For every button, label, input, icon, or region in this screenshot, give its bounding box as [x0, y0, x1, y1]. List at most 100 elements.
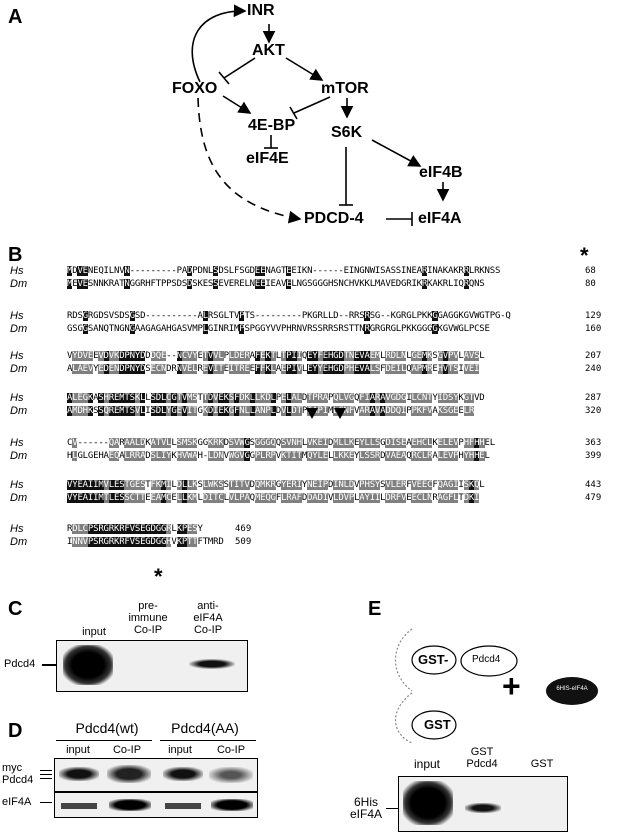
species-hs: Hs [10, 310, 24, 322]
arrowheads [306, 408, 346, 419]
panel-c-label: C [8, 598, 23, 620]
gst-label-2: GST [424, 717, 451, 732]
lane-wt-input: input [66, 744, 90, 756]
seq-hs: ALEGKASHREMTSKLLSDLCGTVMSTTDVEKSFDKLLKDL… [67, 393, 485, 403]
mtor-inhibits-4ebp [293, 96, 331, 114]
seq-dm: MEVESNNKRATNGGRHFTPPSDSDSKESSEVERELNEEIE… [67, 279, 485, 289]
group-wt: Pdcd4(wt) [75, 720, 139, 736]
seq-end-hs: 287 [585, 393, 602, 403]
his-eif4a-label: 6HIS-eIF4A [556, 686, 588, 692]
bead-2 [395, 692, 413, 744]
gst-ellipse-1 [411, 645, 457, 675]
panel-a-label: A [8, 6, 23, 28]
seq-dm: VYEAIIMTLESSCTTEEAMCELLKMLDITCLVLPAQMEQG… [67, 493, 480, 503]
gst-label-1: GST- [418, 652, 449, 667]
pdcd4-ellipse [460, 645, 518, 677]
seq-end-hs: 363 [585, 438, 602, 448]
seq-end-dm: 320 [585, 406, 602, 416]
species-dm: Dm [10, 450, 28, 462]
blot-c [56, 640, 248, 692]
panel-b-label: B [8, 244, 23, 266]
seq-end-hs: 207 [585, 351, 602, 361]
s6k-to-eif4b-arrow [371, 139, 422, 167]
species-hs: Hs [10, 479, 24, 491]
seq-end-dm: 160 [585, 324, 602, 334]
panel-d-label: D [8, 720, 23, 742]
species-hs: Hs [10, 523, 24, 535]
seq-hs: MDVENEQILNVN---------PADPDNLSDSLFSGDEENA… [67, 266, 501, 276]
arrowhead-2 [334, 408, 346, 419]
species-hs: Hs [10, 392, 24, 404]
node-inr: INR [247, 2, 275, 19]
seq-end-hs: 68 [585, 266, 596, 276]
foxo-to-pdcd4-dashed-arrow [197, 97, 302, 224]
species-dm: Dm [10, 492, 28, 504]
node-eif4b: eIF4B [419, 164, 463, 181]
node-eif4a: eIF4A [418, 210, 462, 227]
seq-dm: GSGGSANQTNGNGAAGAGAHGASVMPLGINRIMPSPGGYV… [67, 324, 490, 334]
blot-d-eif4a [54, 792, 258, 818]
node-foxo: FOXO [172, 80, 218, 97]
seq-dm: ALAEVYEDENDPNYDSECNDRNVELREVITEITREEFFKL… [67, 364, 480, 374]
species-dm: Dm [10, 536, 28, 548]
seq-end-dm: 479 [585, 493, 602, 503]
his-eif4a-ellipse [546, 677, 598, 705]
lane-e-input: input [413, 757, 441, 771]
foxo-to-4ebp-arrow [222, 95, 252, 114]
asterisk-bottom: * [154, 564, 163, 589]
lane-wt-coip: Co-IP [112, 744, 142, 756]
seq-end-hs: 469 [235, 524, 252, 534]
band-input [63, 645, 113, 685]
gst-pulldown-schematic [394, 628, 598, 744]
seq-hs: VYDVEEVDVKDPNYDDDQE--NCVYETVVLPLDERAFEKT… [67, 351, 485, 361]
panel-e-label: E [368, 598, 382, 620]
seq-dm: AMDHKSSQREMTSVLISDLYGEVITGKDIEKGFNLLANPL… [67, 406, 475, 416]
seq-end-hs: 129 [585, 311, 602, 321]
node-mtor: mTOR [321, 80, 369, 97]
species-hs: Hs [10, 265, 24, 277]
species-dm: Dm [10, 278, 28, 290]
seq-hs: VYEAIIMVLESTGESTFKMILDLLKSLWKSSTITVDQMKR… [67, 480, 485, 490]
seq-hs: RDSGRGDSVSDSGSD----------ALRSGLTVPTS----… [67, 311, 511, 321]
gst-ellipse-2 [411, 710, 457, 740]
asterisk-top: * [580, 243, 589, 268]
pdcd4-label: Pdcd4 [472, 654, 501, 665]
node-4ebp: 4E-BP [248, 117, 296, 134]
group-aa: Pdcd4(AA) [171, 720, 239, 736]
foxo-to-inr-arrow [191, 4, 247, 83]
node-akt: AKT [252, 42, 285, 59]
lane-input: input [82, 626, 106, 638]
blot-e [398, 776, 568, 832]
seq-dm: HLGLGEHAEQALRRADSLIYKHVWAH-LDNVWGVGGPLRP… [67, 451, 490, 461]
seq-end-hs: 443 [585, 480, 602, 490]
seq-dm: INNVPSRGRKRFVSEGDGGHVKPTTFTMRD [67, 537, 224, 547]
seq-end-dm: 80 [585, 279, 596, 289]
seq-hs: CV------QARAALDKATVLLSMSKGGKRKDSVWGSGGGQ… [67, 438, 495, 448]
pathway-diagram [191, 4, 450, 226]
label-eif4a: eIF4A [2, 796, 32, 808]
bead-1 [394, 628, 413, 692]
species-hs: Hs [10, 350, 24, 362]
seq-hs: RDLCPSRGRKRFVSEGDGGRLKPESY [67, 524, 203, 534]
band-label-pdcd4: Pdcd4 [4, 658, 36, 670]
species-dm: Dm [10, 405, 28, 417]
arrowhead-1 [306, 408, 318, 419]
lane-e-gst: GST [530, 758, 554, 770]
species-dm: Dm [10, 363, 28, 375]
seq-end-dm: 240 [585, 364, 602, 374]
seq-end-dm: 509 [235, 537, 252, 547]
lane-aa-input: input [168, 744, 192, 756]
blot-d-pdcd4 [54, 758, 258, 792]
species-dm: Dm [10, 323, 28, 335]
band-marker [42, 664, 56, 666]
akt-to-mtor-arrow [285, 57, 324, 81]
plus-sign: + [502, 668, 521, 704]
node-s6k: S6K [331, 124, 363, 141]
species-hs: Hs [10, 437, 24, 449]
lane-aa-coip: Co-IP [216, 744, 246, 756]
